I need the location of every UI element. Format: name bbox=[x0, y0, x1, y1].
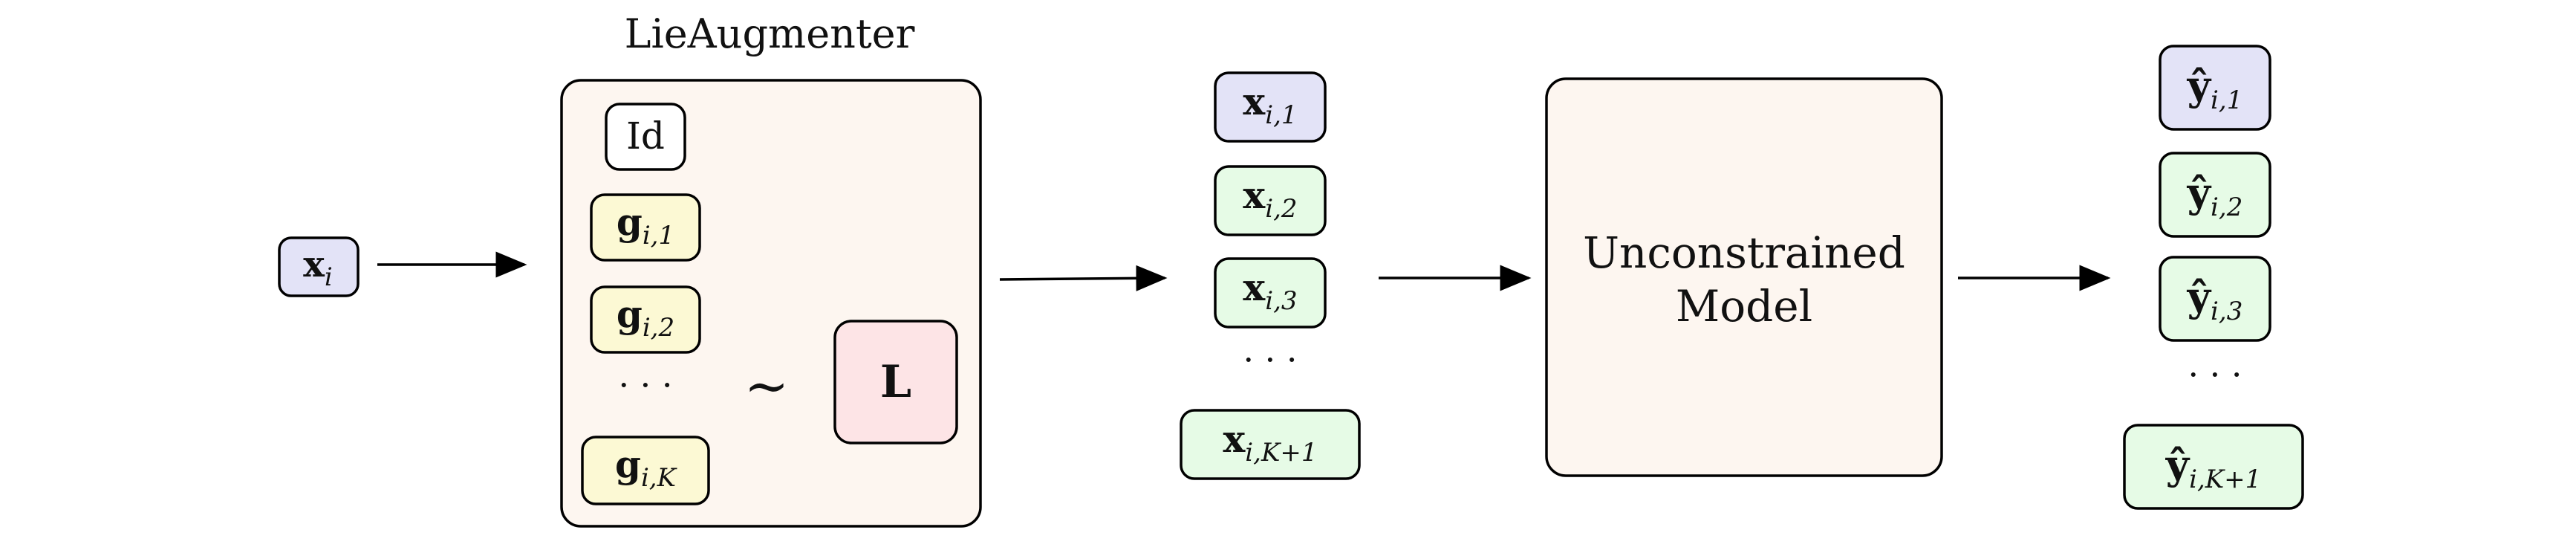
lie-augmenter-panel: Id gi,1 gi,2 · · · gi,K ∼ L bbox=[560, 79, 982, 528]
group-element-k-label: gi,K bbox=[615, 442, 678, 493]
output-k1-box bbox=[2123, 424, 2304, 510]
identity-node-box bbox=[605, 103, 686, 171]
unconstrained-model-label-line1: Unconstrained bbox=[1583, 227, 1905, 278]
output-k1-label: ŷi,K+1 bbox=[2165, 441, 2262, 494]
group-element-1-box bbox=[590, 193, 701, 262]
augmented-input-1-label: xi,1 bbox=[1243, 80, 1297, 130]
output-1-label: ŷi,1 bbox=[2187, 62, 2243, 115]
group-element-2-box bbox=[590, 285, 701, 354]
identity-node-label: Id bbox=[626, 114, 665, 158]
augmented-input-2-label: xi,2 bbox=[1243, 173, 1297, 224]
input-node: xi bbox=[278, 236, 360, 297]
lie-augmenter-title: LieAugmenter bbox=[625, 10, 915, 57]
group-element-2-label: gi,2 bbox=[617, 292, 674, 343]
output-1-box bbox=[2159, 45, 2271, 131]
unconstrained-model-box bbox=[1545, 77, 1943, 477]
outputs-ellipsis: · · · bbox=[2188, 355, 2242, 395]
unconstrained-model-node: Unconstrained Model bbox=[1545, 77, 1943, 477]
augmented-inputs-ellipsis: · · · bbox=[1243, 340, 1297, 380]
lie-algebra-box bbox=[833, 320, 958, 444]
lie-algebra-label: L bbox=[880, 356, 911, 408]
augmented-input-3-label: xi,3 bbox=[1243, 265, 1297, 316]
output-3-box bbox=[2159, 256, 2271, 342]
output-2-box bbox=[2159, 152, 2271, 238]
group-elements-ellipsis: · · · bbox=[618, 365, 672, 405]
augmented-input-3-box bbox=[1214, 257, 1327, 329]
input-node-label: xi bbox=[303, 244, 333, 292]
group-element-k-box bbox=[581, 436, 710, 505]
augmented-input-k1-box bbox=[1180, 409, 1361, 480]
augmented-input-k1-label: xi,K+1 bbox=[1223, 417, 1317, 468]
input-node-box bbox=[278, 236, 360, 297]
sampled-from-symbol: ∼ bbox=[744, 355, 789, 417]
unconstrained-model-label-line2: Model bbox=[1676, 281, 1812, 332]
group-element-1-label: gi,1 bbox=[617, 200, 674, 250]
output-2-label: ŷi,2 bbox=[2187, 169, 2243, 222]
outputs-column: ŷi,1 ŷi,2 ŷi,3 · · · ŷi,K+1 bbox=[2123, 45, 2304, 510]
arrow-augmenter-to-augmented-inputs bbox=[999, 265, 1168, 291]
augmented-inputs-column: xi,1 xi,2 xi,3 · · · xi,K+1 bbox=[1180, 71, 1361, 480]
augmented-input-2-box bbox=[1214, 165, 1327, 236]
augmented-input-1-box bbox=[1214, 71, 1327, 143]
output-3-label: ŷi,3 bbox=[2187, 273, 2243, 326]
